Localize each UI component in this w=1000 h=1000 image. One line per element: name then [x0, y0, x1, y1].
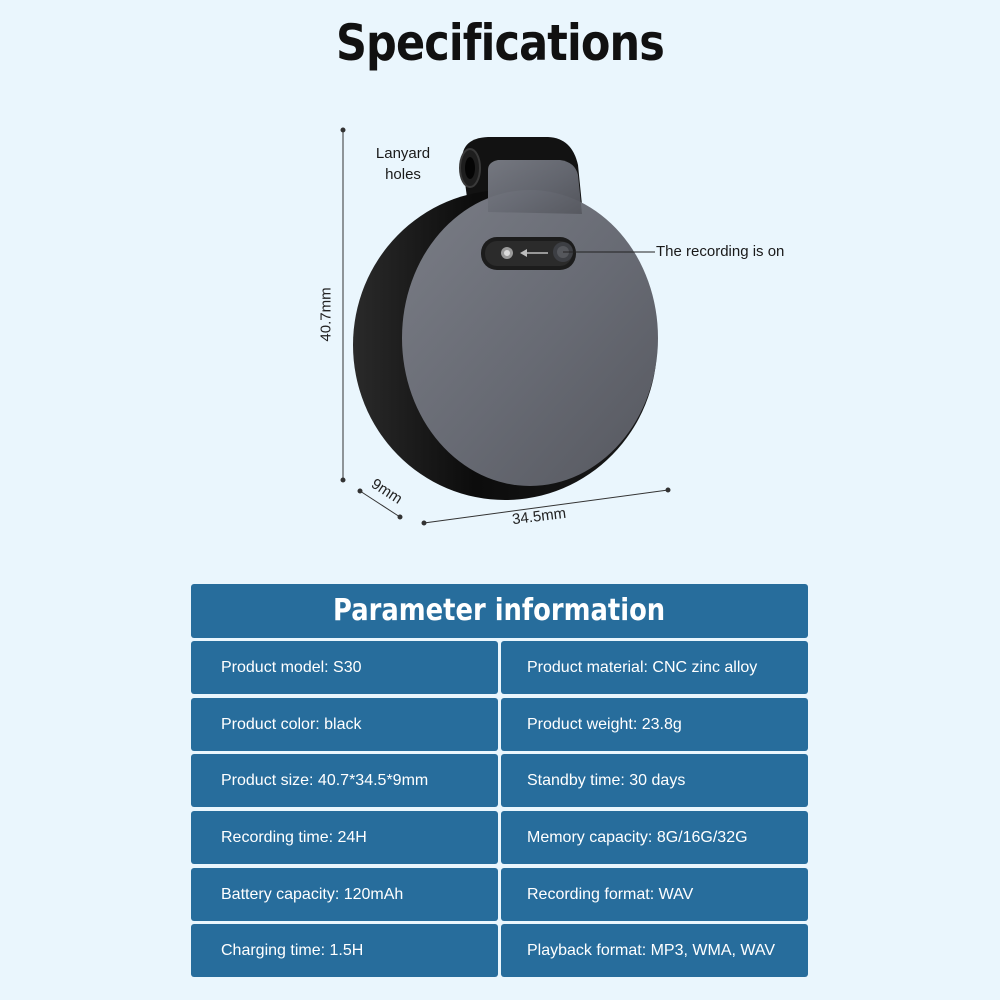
width-dimension-line: [421, 487, 671, 526]
lanyard-callout: Lanyard holes: [372, 143, 434, 185]
depth-dimension-line: [357, 488, 403, 520]
page-title: Specifications: [335, 14, 665, 72]
param-product-size: Product size: 40.7*34.5*9mm: [191, 754, 498, 807]
product-illustration: [340, 127, 671, 526]
param-product-weight: Product weight: 23.8g: [501, 698, 808, 751]
param-product-model: Product model: S30: [191, 641, 498, 694]
product-figure: Lanyard holes The recording is on 40.7mm…: [317, 127, 785, 528]
parameter-table-header: Parameter information: [191, 584, 808, 638]
param-standby-time: Standby time: 30 days: [501, 754, 808, 807]
param-battery-capacity: Battery capacity: 120mAh: [191, 868, 498, 921]
recording-callout: The recording is on: [656, 243, 785, 260]
recorder-device: [353, 137, 658, 500]
lanyard-callout-line1: Lanyard: [375, 145, 431, 162]
recording-switch: [481, 237, 576, 270]
height-dimension-line: [340, 127, 346, 483]
param-recording-time: Recording time: 24H: [191, 811, 498, 864]
param-product-material: Product material: CNC zinc alloy: [501, 641, 808, 694]
param-recording-format: Recording format: WAV: [501, 868, 808, 921]
param-product-color: Product color: black: [191, 698, 498, 751]
height-dimension-label: 40.7mm: [317, 287, 335, 342]
lanyard-callout-line2: holes: [385, 166, 421, 183]
param-charging-time: Charging time: 1.5H: [191, 924, 498, 977]
param-playback-format: Playback format: MP3, WMA, WAV: [501, 924, 808, 977]
parameter-table-title: Parameter information: [333, 593, 666, 628]
param-memory-capacity: Memory capacity: 8G/16G/32G: [501, 811, 808, 864]
